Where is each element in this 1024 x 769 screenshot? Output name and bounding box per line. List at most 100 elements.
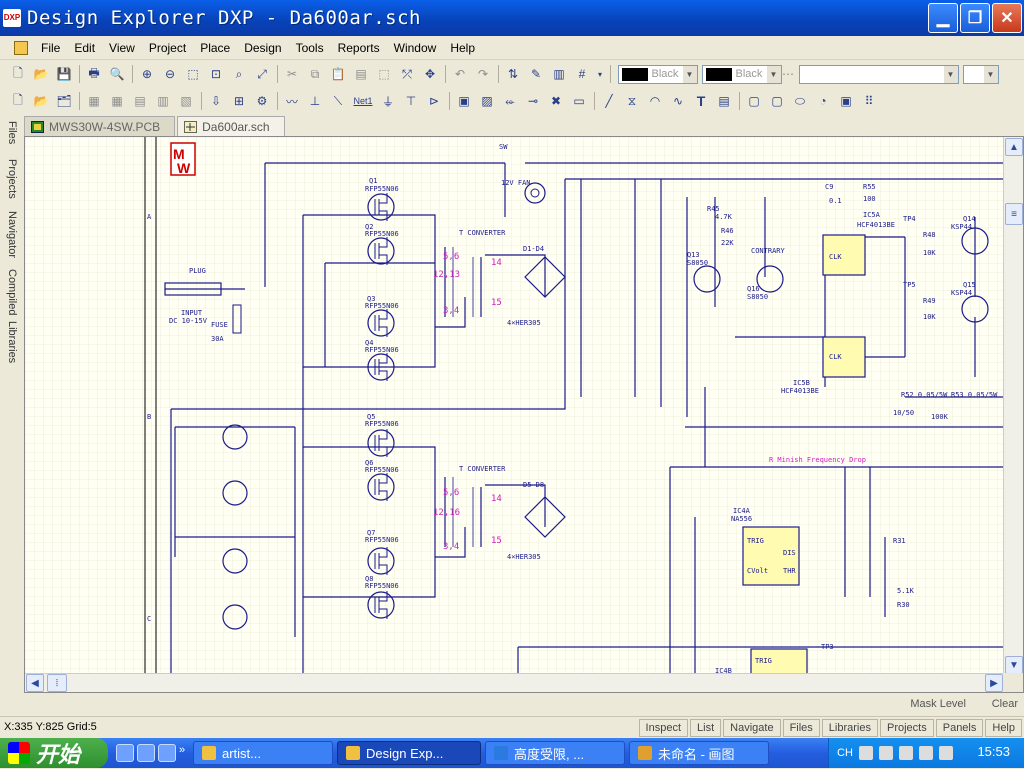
menu-reports[interactable]: Reports	[337, 40, 380, 55]
library-icon[interactable]: ▥	[553, 67, 565, 81]
vertical-scroll-thumb[interactable]: ≡	[1005, 203, 1023, 225]
rubber-stamp-icon[interactable]: ▤	[355, 67, 367, 81]
select-area-icon[interactable]: ⬚	[378, 67, 390, 81]
size-select[interactable]: ▼	[962, 64, 999, 84]
wire-icon[interactable]: 〰	[285, 94, 298, 109]
new-icon[interactable]: 🗋	[13, 65, 23, 80]
compile-icon[interactable]: ▦	[88, 94, 100, 108]
schematic-sheet[interactable]: A B C M W	[25, 137, 1004, 675]
document-menu-icon[interactable]	[14, 40, 28, 55]
scroll-right-icon[interactable]: ▶	[985, 674, 1003, 692]
menu-view[interactable]: View	[109, 40, 135, 55]
close-button[interactable]: ✕	[992, 3, 1022, 33]
down-hierarchy-icon[interactable]: ⇩	[210, 94, 222, 108]
help-icon[interactable]	[898, 746, 913, 760]
polygon-icon[interactable]: ⧖	[627, 93, 637, 108]
ground-icon[interactable]: ⏚	[381, 94, 394, 109]
panel-inspect-button[interactable]: Inspect	[638, 719, 689, 737]
network-icon[interactable]	[918, 746, 933, 760]
zoom-fit-icon[interactable]: ⊡	[210, 67, 222, 81]
scroll-down-icon[interactable]: ▼	[1005, 656, 1023, 674]
arc-icon[interactable]: ◠	[649, 94, 661, 108]
bus-entry-icon[interactable]: ⟍	[333, 93, 343, 108]
media-player-icon[interactable]	[137, 744, 155, 762]
tab-pcb-document[interactable]: MWS30W-4SW.PCB	[24, 116, 176, 136]
pcb-layout-icon[interactable]: ▭	[573, 94, 585, 108]
start-button[interactable]: 开始	[0, 738, 108, 768]
panels-button[interactable]: Panels	[935, 719, 984, 737]
bus-icon[interactable]: ⊥	[309, 94, 321, 108]
panel-list-button[interactable]: List	[690, 719, 722, 737]
menu-help[interactable]: Help	[450, 40, 475, 55]
array-icon[interactable]: ⠿	[864, 94, 874, 108]
minimize-button[interactable]: ▁	[928, 3, 958, 33]
side-tab-files[interactable]: Files	[6, 121, 18, 145]
panel-projects-button[interactable]: Projects	[879, 719, 934, 737]
graphic-icon[interactable]: ▣	[840, 94, 852, 108]
keyboard-icon[interactable]	[858, 746, 873, 760]
zoom-selected-icon[interactable]: ⌕	[235, 66, 243, 81]
pen-icon[interactable]	[878, 746, 893, 760]
copy-icon[interactable]: ⧉	[310, 66, 320, 81]
scroll-left-icon[interactable]: ◀	[26, 674, 44, 692]
clear-filter-icon[interactable]: ⤢	[257, 66, 267, 81]
line-icon[interactable]: ╱	[605, 94, 613, 108]
no-erc-icon[interactable]: ✖	[550, 94, 562, 108]
print-icon[interactable]: 🖶	[88, 65, 100, 80]
more-icon[interactable]: ⋯	[782, 67, 794, 81]
quick-launch-more-icon[interactable]: »	[179, 744, 186, 756]
panel-navigate-button[interactable]: Navigate	[723, 719, 781, 737]
zoom-in-icon[interactable]: ⊕	[141, 67, 153, 81]
side-tab-projects[interactable]: Projects	[6, 159, 18, 199]
sheet-entry-icon[interactable]: ▥	[157, 94, 169, 108]
hierarchy-icon[interactable]: ⇅	[507, 67, 519, 81]
grid-icon[interactable]: #	[578, 67, 586, 81]
bezier-icon[interactable]: ∿	[672, 94, 684, 108]
restore-button[interactable]: ❐	[960, 3, 990, 33]
cross-probe-icon[interactable]: ✎	[530, 67, 542, 81]
menu-place[interactable]: Place	[200, 40, 231, 55]
panel-libraries-button[interactable]: Libraries	[821, 719, 878, 737]
sheet-icon[interactable]: ▤	[134, 94, 146, 108]
redo-icon[interactable]: ↷	[477, 67, 489, 81]
sheet-entry-place-icon[interactable]: ▨	[481, 94, 493, 108]
menu-edit[interactable]: Edit	[74, 40, 96, 55]
ellipse-icon[interactable]: ⬭	[794, 93, 806, 108]
side-tab-compiled[interactable]: Compiled	[6, 268, 18, 316]
menu-file[interactable]: File	[41, 40, 61, 55]
save-all-icon[interactable]: 🗂	[56, 94, 72, 108]
undo-icon[interactable]: ↶	[454, 67, 466, 81]
scroll-up-icon[interactable]: ▲	[1005, 138, 1023, 156]
annotate-icon[interactable]: ⊞	[233, 94, 245, 108]
zoom-area-icon[interactable]: ⬚	[187, 67, 199, 81]
compile-all-icon[interactable]: ▦	[111, 94, 123, 108]
net-label-icon[interactable]: Net1	[353, 96, 373, 106]
menu-project[interactable]: Project	[148, 40, 187, 55]
menu-tools[interactable]: Tools	[295, 40, 324, 55]
save-icon[interactable]: 💾	[56, 67, 72, 81]
horizontal-scrollbar[interactable]: ◀ ⦙ ▶	[25, 673, 1004, 692]
horizontal-scroll-thumb[interactable]: ⦙	[47, 674, 67, 692]
volume-icon[interactable]	[938, 746, 953, 760]
mask-level-button[interactable]: Mask Level	[910, 698, 966, 710]
clear-mask-button[interactable]: Clear	[991, 698, 1018, 710]
color-select-2[interactable]: Black ▼	[701, 64, 782, 84]
rectangle-icon[interactable]: ▢	[748, 94, 760, 108]
paste-icon[interactable]: 📋	[330, 67, 346, 81]
panel-help-button[interactable]: Help	[985, 719, 1022, 737]
panel-files-button[interactable]: Files	[782, 719, 820, 737]
schematic-canvas[interactable]: A B C M W	[24, 136, 1024, 693]
color-select-1[interactable]: Black ▼	[617, 64, 698, 84]
cut-icon[interactable]: ✂	[286, 67, 298, 81]
font-select[interactable]: ▼	[798, 64, 959, 84]
task-browser[interactable]: 高度受限, ...	[485, 741, 625, 765]
port-icon[interactable]: ⬰	[505, 93, 515, 108]
text-icon[interactable]: T	[696, 93, 706, 109]
browser-icon[interactable]	[158, 744, 176, 762]
menu-design[interactable]: Design	[244, 40, 282, 55]
side-tab-navigator[interactable]: Navigator	[6, 211, 18, 259]
task-artist[interactable]: artist...	[193, 741, 333, 765]
sheet-symbol-icon[interactable]: ▣	[458, 94, 470, 108]
show-desktop-icon[interactable]	[116, 744, 134, 762]
junction-icon[interactable]: ⊸	[527, 94, 539, 108]
